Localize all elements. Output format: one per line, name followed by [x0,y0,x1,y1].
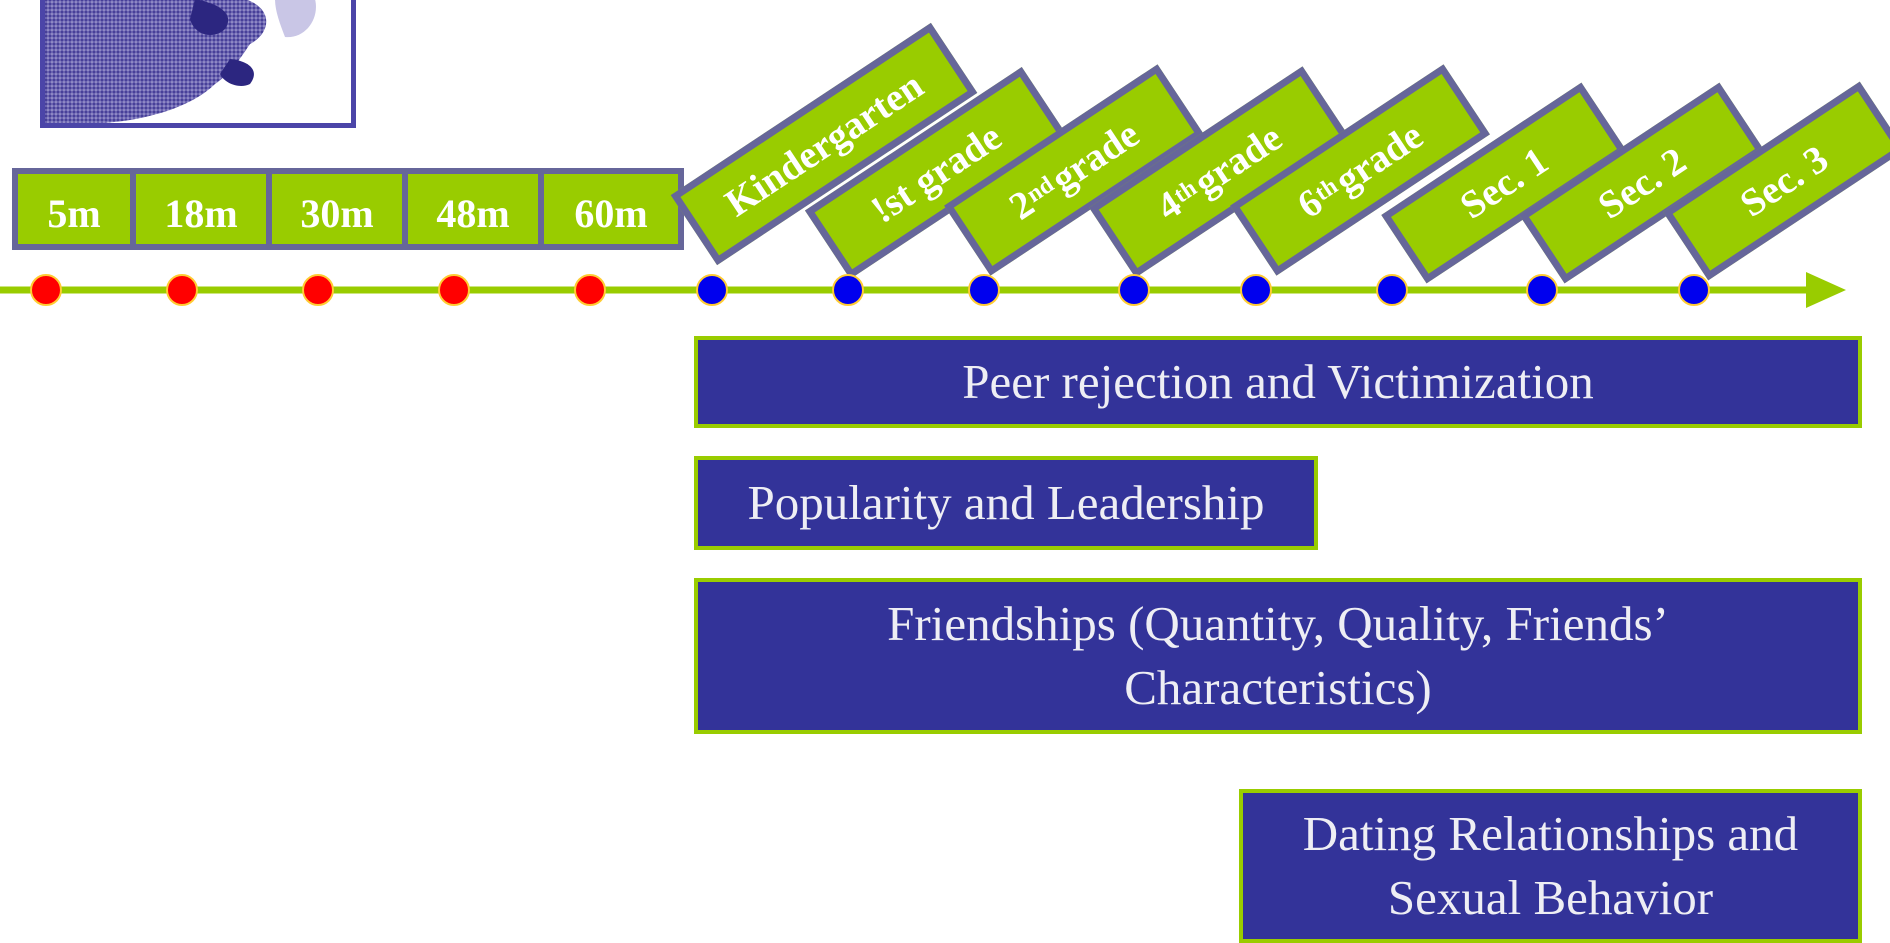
band-label-line2: Sexual Behavior [1387,870,1714,925]
band-label: Peer rejection and Victimization [962,354,1594,410]
timeline-point [1526,274,1558,306]
timeline-point [1678,274,1710,306]
timeline-axis [0,272,1846,308]
timeline-point [696,274,728,306]
timeline-point [574,274,606,306]
age-box-60m: 60m [538,168,684,250]
band-label: Popularity and Leadership [747,475,1265,531]
timeline-point [1376,274,1408,306]
age-box-18m: 18m [130,168,272,250]
timeline-point [438,274,470,306]
age-box-48m: 48m [402,168,544,250]
band-friendships: Friendships (Quantity, Quality, Friends’… [694,578,1862,734]
timeline-point [1240,274,1272,306]
band-popularity: Popularity and Leadership [694,456,1318,550]
band-peer-rejection: Peer rejection and Victimization [694,336,1862,428]
timeline-point [968,274,1000,306]
band-label-line1: Friendships (Quantity, Quality, Friends’ [887,596,1669,652]
timeline-point [832,274,864,306]
band-label-line1: Dating Relationships and [1302,806,1799,862]
timeline-point [166,274,198,306]
age-box-30m: 30m [266,168,408,250]
age-box-5m: 5m [12,168,136,250]
timeline-point [1118,274,1150,306]
timeline-arrowhead-icon [1806,272,1846,308]
band-label-line2: Characteristics) [1124,660,1432,715]
band-dating: Dating Relationships and Sexual Behavior [1239,789,1862,943]
child-face-photo [40,0,356,128]
timeline-point [302,274,334,306]
timeline-point [30,274,62,306]
